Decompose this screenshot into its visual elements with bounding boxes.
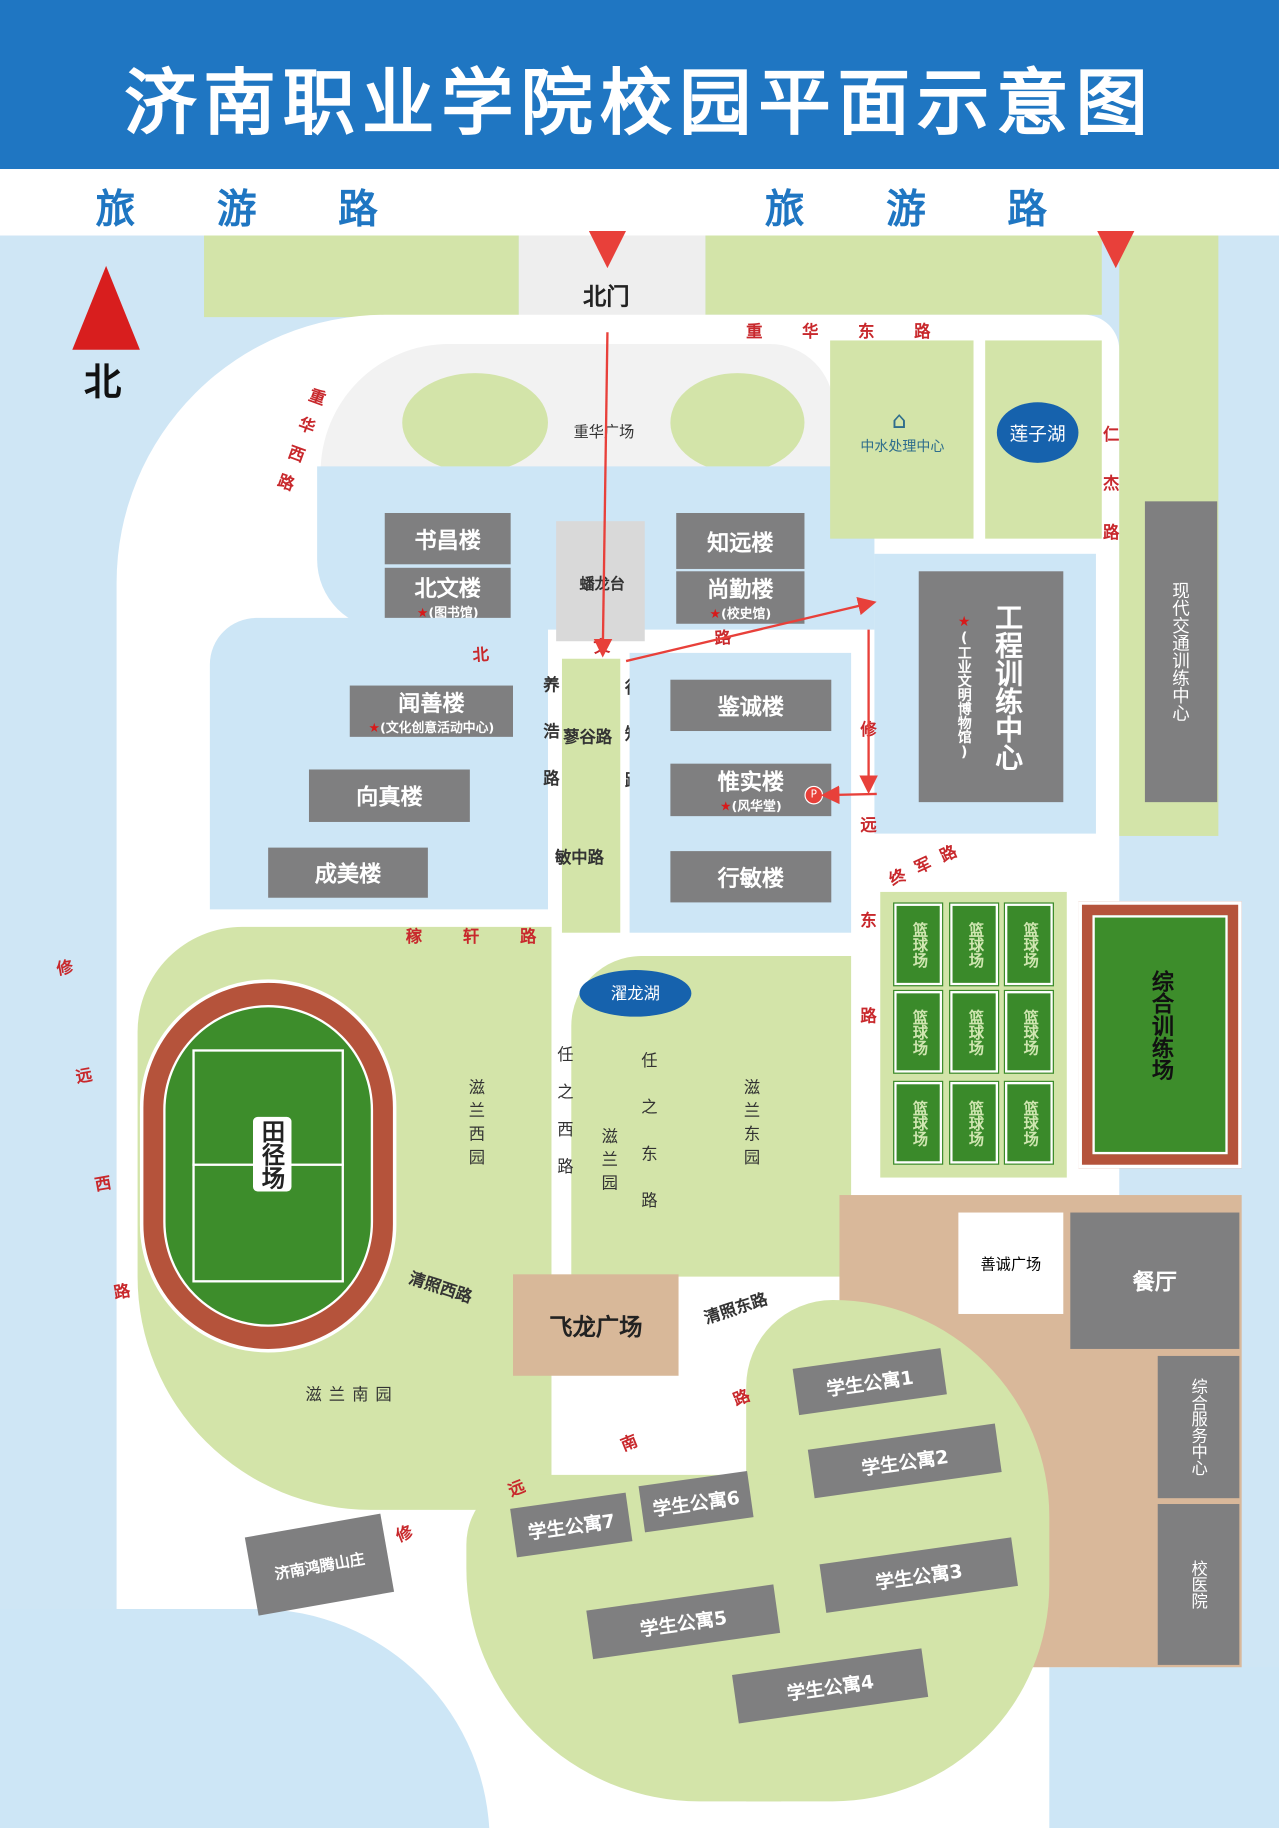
basketball-court[interactable]: 篮球场: [893, 1080, 944, 1165]
map-title: 济南职业学院校园平面示意图: [124, 60, 1155, 146]
zilan: 滋兰园: [599, 1127, 618, 1198]
road-jiaxuan: 稼轩路: [405, 928, 578, 947]
basketball-court[interactable]: 篮球场: [949, 902, 1000, 987]
canteen[interactable]: 餐厅: [1070, 1212, 1240, 1349]
road-chonghua-east: 重华东路: [746, 322, 971, 342]
basketball-court[interactable]: 篮球场: [1003, 1080, 1054, 1165]
route-segment: [625, 596, 877, 663]
basketball-court[interactable]: 篮球场: [949, 989, 1000, 1074]
training-field-label: 综合训练场: [1148, 970, 1175, 1081]
basketball-court[interactable]: 篮球场: [893, 902, 944, 987]
building-wenshan[interactable]: 闻善楼★(文化创意活动中心): [349, 685, 513, 737]
zilan-west: 滋兰西园: [466, 1078, 486, 1172]
building-jiancheng[interactable]: 鉴诚楼: [670, 679, 832, 732]
route-segment: [593, 332, 613, 658]
zilan-east: 滋兰东园: [741, 1078, 761, 1172]
basketball-court[interactable]: 篮球场: [893, 989, 944, 1074]
road-renzhi-east: 任之东路: [638, 1051, 658, 1239]
route-segment: [820, 785, 877, 805]
shancheng-square[interactable]: 善诚广场: [958, 1212, 1064, 1314]
road-tourism-left: 旅游路: [95, 186, 460, 234]
header-bar: [0, 0, 1279, 170]
track-label: 田径场: [253, 1116, 292, 1192]
building-zhiyuan[interactable]: 知远楼: [676, 512, 805, 569]
road-xiuyuan-east: 修远东路: [858, 720, 877, 1103]
basketball-court[interactable]: 篮球场: [1003, 902, 1054, 987]
building-shangqin[interactable]: 尚勤楼★(校史馆): [676, 571, 805, 624]
water-center-label: 中水处理中心: [860, 438, 945, 455]
building-shuchang[interactable]: 书昌楼: [384, 512, 511, 565]
building-chengmei[interactable]: 成美楼: [268, 847, 428, 898]
road-liaogu: 蓼谷路: [563, 728, 613, 748]
chonghua-square-label: 重华广场: [573, 424, 635, 442]
basketball-court[interactable]: 篮球场: [1003, 989, 1054, 1074]
building-xingmin[interactable]: 行敏楼: [670, 851, 832, 903]
north-arrow-icon: [72, 265, 140, 350]
road-tourism-right: 旅游路: [764, 186, 1129, 234]
zhuolong-lake: 濯龙湖: [579, 970, 692, 1017]
zilan-south: 滋兰南园: [305, 1386, 399, 1405]
building-engineering[interactable]: ★(工业文明博物馆) 工程训练中心: [918, 571, 1064, 803]
road-minzhong: 敏中路: [554, 848, 604, 868]
building-beiwen[interactable]: 北文楼★(图书馆): [384, 567, 511, 624]
road-renzhi-west: 任之西路: [554, 1045, 574, 1196]
service-center[interactable]: 综合服务中心: [1157, 1355, 1240, 1499]
water-treatment-icon: ⌂: [891, 405, 907, 434]
feilong-square[interactable]: 飞龙广场: [512, 1274, 679, 1376]
basketball-court[interactable]: 篮球场: [949, 1080, 1000, 1165]
compass-label: 北: [83, 360, 122, 405]
clinic[interactable]: 校医院: [1157, 1504, 1240, 1665]
lianzi-lake: 莲子湖: [996, 402, 1079, 463]
building-weishi[interactable]: 惟实楼★(风华堂): [670, 763, 832, 817]
panlong-label: 蟠龙台: [579, 575, 625, 594]
tourism-road-strip: [0, 169, 1279, 236]
road-yanghao: 养浩路: [540, 676, 560, 817]
north-gate-label: 北门: [582, 282, 630, 311]
transport-center[interactable]: 现代交通训练中心: [1144, 501, 1218, 803]
building-xiangzhen[interactable]: 向真楼: [308, 769, 470, 822]
road-renjie: 仁杰路: [1100, 425, 1120, 573]
